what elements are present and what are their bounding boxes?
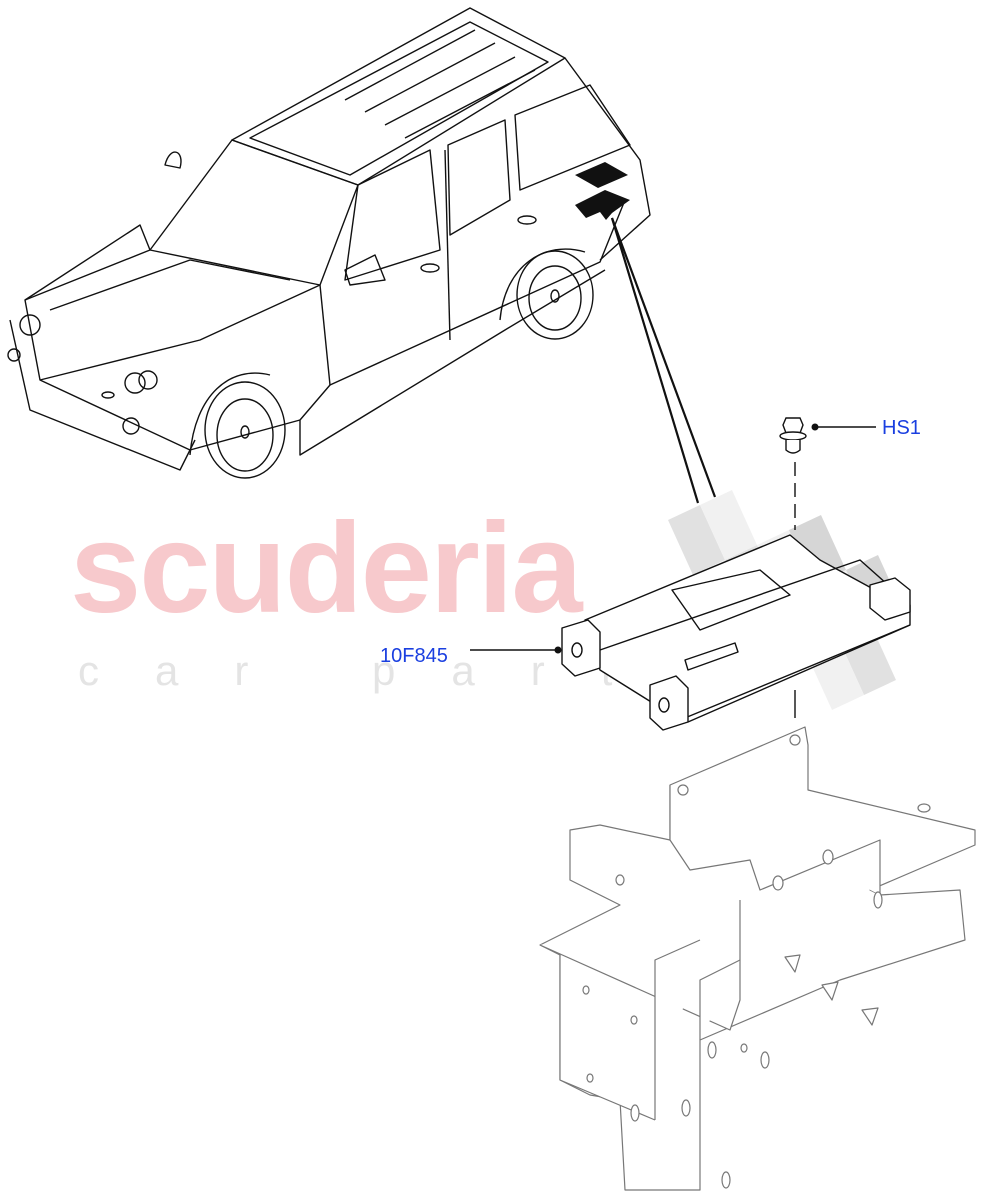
callout-10f845[interactable]: 10F845 <box>380 645 448 667</box>
watermark-main: scuderia <box>70 497 582 640</box>
callout-hs1[interactable]: HS1 <box>882 417 921 439</box>
